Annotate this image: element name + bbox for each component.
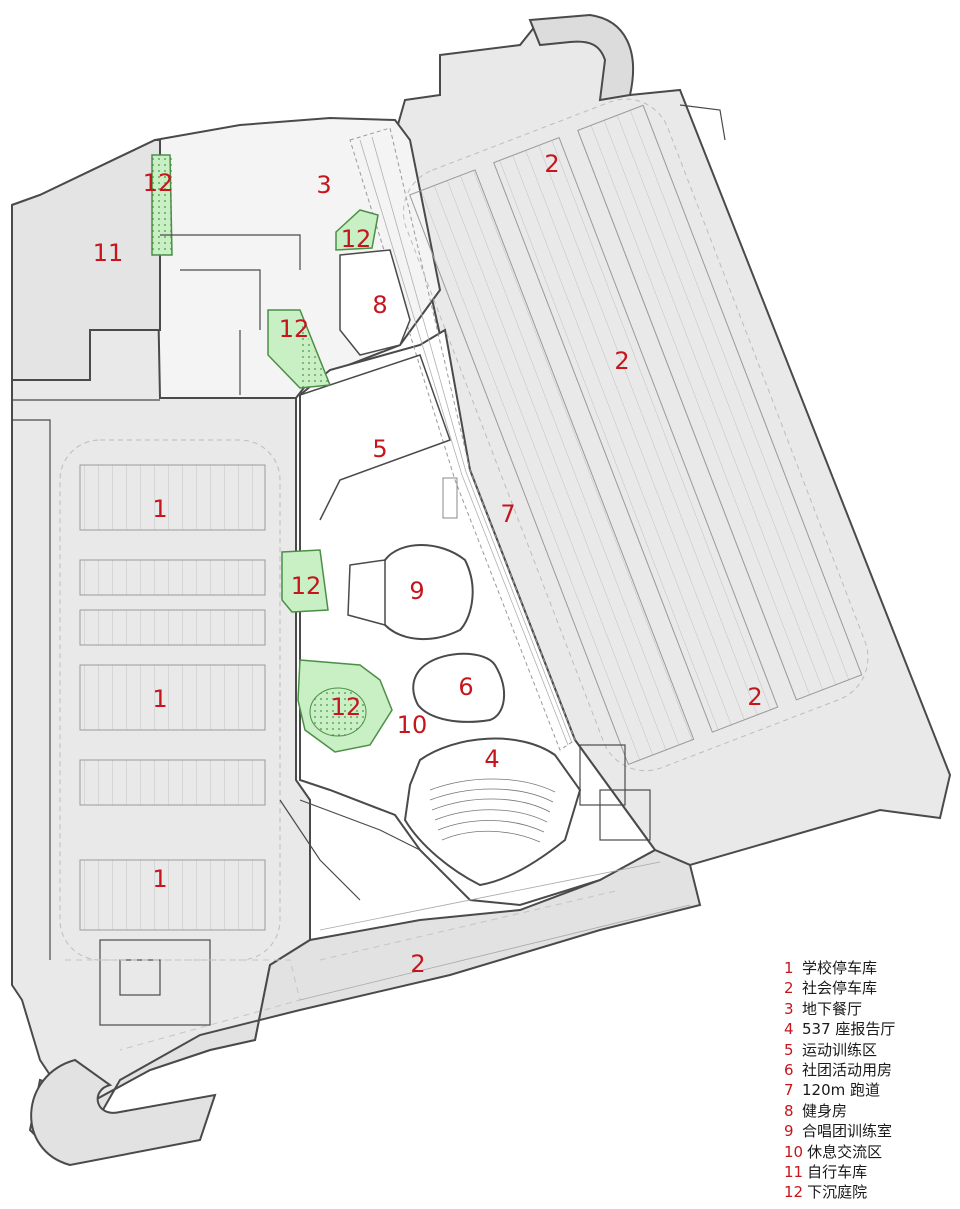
zone-label-12: 12 [279, 315, 310, 343]
zone-label-1: 1 [152, 865, 167, 893]
zone-label-12: 12 [291, 572, 322, 600]
zone-label-9: 9 [409, 577, 424, 605]
zone-label-1: 1 [152, 685, 167, 713]
zone-label-12: 12 [143, 169, 174, 197]
courtyard-12b [335, 209, 379, 251]
zone-label-12: 12 [331, 693, 362, 721]
zone-label-2: 2 [614, 347, 629, 375]
central-atrium [299, 328, 657, 907]
zone-label-10: 10 [397, 711, 428, 739]
zone-labels: 1 1 1 2 2 2 2 3 4 5 6 7 8 9 10 11 12 12 … [93, 150, 763, 978]
auditorium-seating [429, 778, 556, 843]
zone-label-2: 2 [544, 150, 559, 178]
ramp-bottom-left [30, 1058, 217, 1167]
ramp-top-right [528, 13, 635, 102]
school-garage-stalls [59, 439, 281, 961]
social-garage-stalls [402, 98, 869, 772]
zone-label-1: 1 [152, 495, 167, 523]
corridor-stalls [299, 861, 691, 1001]
zone-label-2: 2 [410, 950, 425, 978]
zone-label-3: 3 [316, 171, 331, 199]
zone-label-11: 11 [93, 239, 124, 267]
zone-label-12: 12 [341, 225, 372, 253]
club-room [412, 652, 506, 723]
auditorium [403, 737, 582, 887]
courtyard-12d [281, 549, 329, 613]
zone-label-4: 4 [484, 745, 499, 773]
choir-room [377, 544, 474, 641]
zone-label-6: 6 [458, 673, 473, 701]
zone-label-2: 2 [747, 683, 762, 711]
gym-room [339, 249, 411, 356]
zone-label-8: 8 [372, 291, 387, 319]
running-track [349, 127, 576, 751]
zone-label-5: 5 [372, 435, 387, 463]
zone-label-7: 7 [500, 500, 515, 528]
